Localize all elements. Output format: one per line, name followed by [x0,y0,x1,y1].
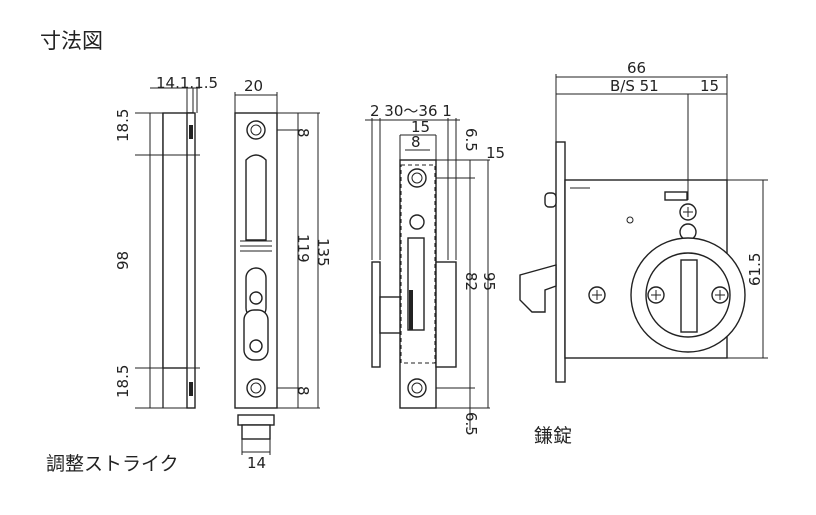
dim-face-15: 15 [411,118,430,136]
dim-strike-top: 18.5 [114,109,132,142]
dim-strike-bottom: 18.5 [114,365,132,398]
drawing-title: 寸法図 [40,29,103,53]
strike-front-view [234,92,320,455]
dim-strike-hole-top: 8 [294,128,312,138]
strike-side-view [135,87,200,409]
dim-lock-right: 15 [700,77,719,95]
dim-strike-bottom-width: 14 [247,454,266,472]
dim-face-offset-top: 6.5 [462,128,480,152]
dim-lock-case-height: 61.5 [746,253,764,286]
dim-lock-backset: B/S 51 [610,77,659,95]
faceplate-view [365,118,490,430]
dim-strike-thickness: 14.1.1.5 [156,74,218,92]
dim-face-side-15: 15 [486,144,505,162]
dim-strike-119: 119 [294,234,312,263]
caption-strike: 調整ストライク [46,453,179,475]
dim-strike-hole-bottom: 8 [294,386,312,396]
dim-face-8: 8 [411,133,421,151]
dim-strike-135: 135 [314,238,332,267]
dim-lock-overall: 66 [627,59,646,77]
caption-lock: 鎌錠 [534,425,572,447]
dim-strike-width: 20 [244,77,263,95]
dim-face-offset-bottom: 6.5 [462,412,480,436]
dim-face-backset-range: 2 30〜36 1 [370,102,452,120]
mortise-lock-view [519,74,768,383]
dim-strike-mid: 98 [114,251,132,270]
dim-face-95: 95 [480,272,498,291]
dim-face-82: 82 [462,272,480,291]
